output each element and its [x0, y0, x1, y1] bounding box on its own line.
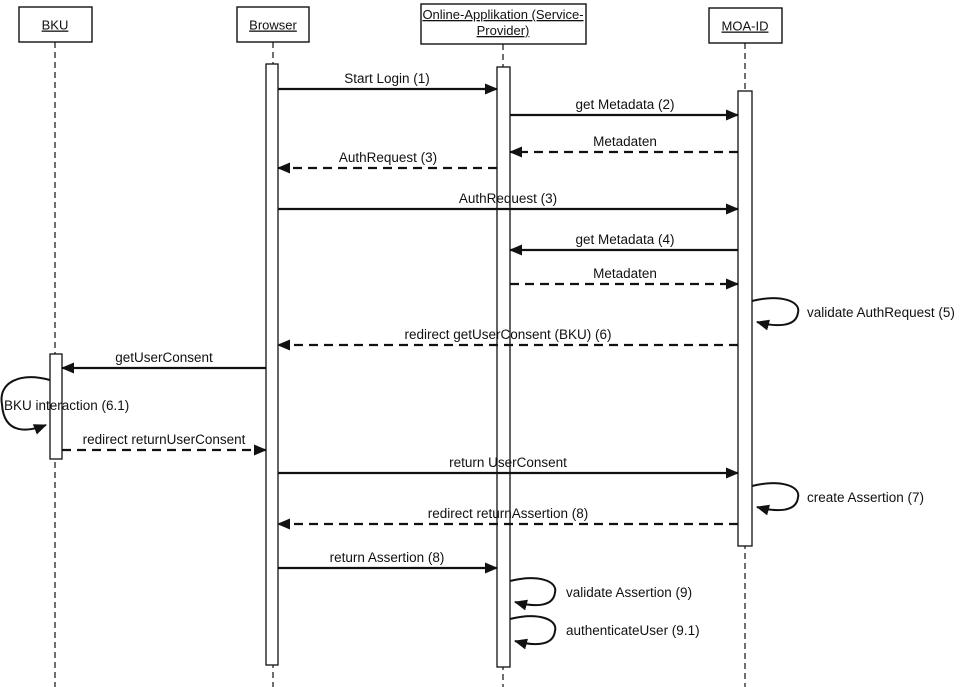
message-label: redirect getUserConsent (BKU) (6)	[404, 327, 611, 342]
message-label: return UserConsent	[449, 455, 567, 470]
participant-bku: BKU	[18, 6, 93, 43]
activation-moa-id-0	[737, 90, 753, 547]
participant-moa-id: MOA-ID	[708, 7, 783, 44]
message-label: Metadaten	[593, 134, 657, 149]
participant-box	[236, 6, 310, 43]
messages-layer: Start Login (1) get Metadata (2) Metadaten…	[0, 71, 955, 650]
self-message-2: create Assertion (7)	[751, 482, 924, 516]
participant-box	[18, 6, 93, 43]
activation-bku-0	[49, 353, 63, 460]
self-message-label: create Assertion (7)	[807, 490, 924, 505]
self-message-4: authenticateUser (9.1)	[509, 615, 700, 650]
participants-layer: BKU Browser Online-Applikation (Service-Pr…	[18, 3, 783, 45]
self-message-arrow	[509, 615, 557, 650]
self-message-3: validate Assertion (9)	[509, 577, 692, 611]
participant-box	[420, 3, 587, 45]
message-12: return Assertion (8)	[278, 550, 498, 574]
message-3: AuthRequest (3)	[277, 150, 497, 174]
self-message-1: BKU interaction (6.1)	[0, 376, 129, 435]
participant-label-line: Online-Applikation (Service-	[422, 7, 583, 22]
self-message-arrow	[751, 297, 800, 331]
message-label: redirect returnUserConsent	[83, 432, 246, 447]
message-label: Start Login (1)	[344, 71, 430, 86]
message-8: getUserConsent	[61, 350, 266, 374]
message-5: get Metadata (4)	[509, 232, 738, 256]
participant-label: BKU	[42, 18, 69, 33]
self-message-arrow	[0, 376, 51, 435]
self-message-arrow	[509, 577, 557, 611]
activation-online-applikation-0	[496, 66, 511, 668]
self-message-arrow	[751, 482, 800, 516]
participant-label: MOA-ID	[722, 19, 769, 34]
activation-browser-0	[265, 63, 279, 666]
self-message-label: validate AuthRequest (5)	[807, 305, 955, 320]
message-2: Metadaten	[509, 134, 738, 158]
activations-layer	[49, 63, 753, 668]
message-label: redirect returnAssertion (8)	[428, 506, 589, 521]
message-7: redirect getUserConsent (BKU) (6)	[277, 327, 738, 351]
self-message-label: BKU interaction (6.1)	[4, 398, 129, 413]
message-label: AuthRequest (3)	[339, 150, 437, 165]
self-message-0: validate AuthRequest (5)	[751, 297, 955, 331]
message-label: return Assertion (8)	[330, 550, 445, 565]
message-6: Metadaten	[510, 266, 739, 290]
participant-label: Online-Applikation (Service-Provider)	[422, 7, 583, 38]
message-4: AuthRequest (3)	[278, 191, 739, 215]
participant-label-line: Provider)	[477, 23, 530, 38]
message-11: redirect returnAssertion (8)	[277, 506, 738, 530]
message-0: Start Login (1)	[278, 71, 498, 95]
message-label: getUserConsent	[115, 350, 213, 365]
message-10: return UserConsent	[278, 455, 739, 479]
participant-online-applikation: Online-Applikation (Service-Provider)	[420, 3, 587, 45]
message-9: redirect returnUserConsent	[62, 432, 267, 456]
self-message-label: validate Assertion (9)	[566, 585, 692, 600]
message-1: get Metadata (2)	[510, 97, 739, 121]
participant-label: Browser	[249, 18, 297, 33]
participant-box	[708, 7, 783, 44]
self-message-label: authenticateUser (9.1)	[566, 623, 700, 638]
participant-browser: Browser	[236, 6, 310, 43]
message-label: get Metadata (4)	[575, 232, 674, 247]
message-label: AuthRequest (3)	[459, 191, 557, 206]
message-label: get Metadata (2)	[575, 97, 674, 112]
message-label: Metadaten	[593, 266, 657, 281]
